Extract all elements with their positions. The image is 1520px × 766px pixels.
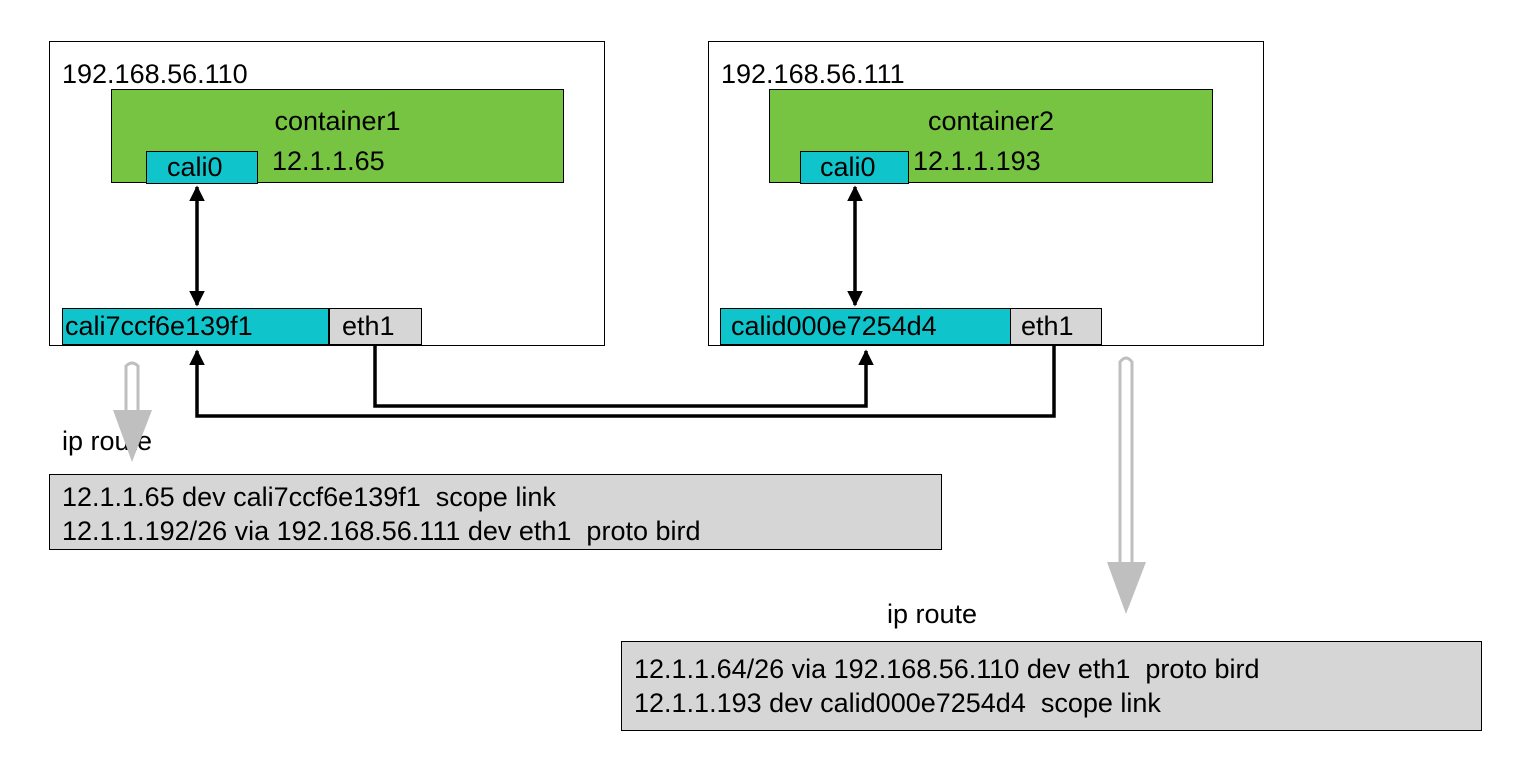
path-host-2-to-host-1 — [189, 346, 1056, 418]
container-2-cali0-interface: cali0 — [800, 151, 909, 184]
container-2-name: container2 — [927, 106, 1055, 136]
path-host-1-to-host-2 — [373, 346, 874, 408]
route-table-1: 12.1.1.65 dev cali7ccf6e139f1 scope link… — [49, 474, 942, 550]
route-table-2-label: ip route — [887, 599, 978, 629]
route-pointer-arrow-1 — [113, 361, 152, 462]
host-2-ip: 192.168.56.111 — [721, 59, 905, 89]
route-table-2: 12.1.1.64/26 via 192.168.56.110 dev eth1… — [621, 641, 1482, 731]
host-1-eth1-interface: eth1 — [329, 308, 422, 345]
route-pointer-arrow-2 — [1107, 356, 1146, 614]
host-1-ip: 192.168.56.110 — [62, 59, 248, 89]
container-1-ip: 12.1.1.65 — [272, 146, 385, 176]
route-2-line-2: 12.1.1.193 dev calid000e7254d4 scope lin… — [634, 688, 1161, 718]
route-2-line-1: 12.1.1.64/26 via 192.168.56.110 dev eth1… — [634, 654, 1260, 684]
host-2-eth1-interface: eth1 — [1010, 308, 1102, 345]
container-1-cali0-interface: cali0 — [146, 151, 258, 184]
host-2-veth-interface: calid000e7254d4 — [720, 308, 1011, 345]
container-1-name: container1 — [274, 106, 401, 136]
container-1: container1 12.1.1.65 — [111, 89, 564, 183]
route-1-line-1: 12.1.1.65 dev cali7ccf6e139f1 scope link — [62, 482, 556, 512]
container-2-ip: 12.1.1.193 — [913, 146, 1041, 176]
host-1-veth-interface: cali7ccf6e139f1 — [62, 308, 329, 345]
route-1-line-2: 12.1.1.192/26 via 192.168.56.111 dev eth… — [62, 516, 701, 546]
